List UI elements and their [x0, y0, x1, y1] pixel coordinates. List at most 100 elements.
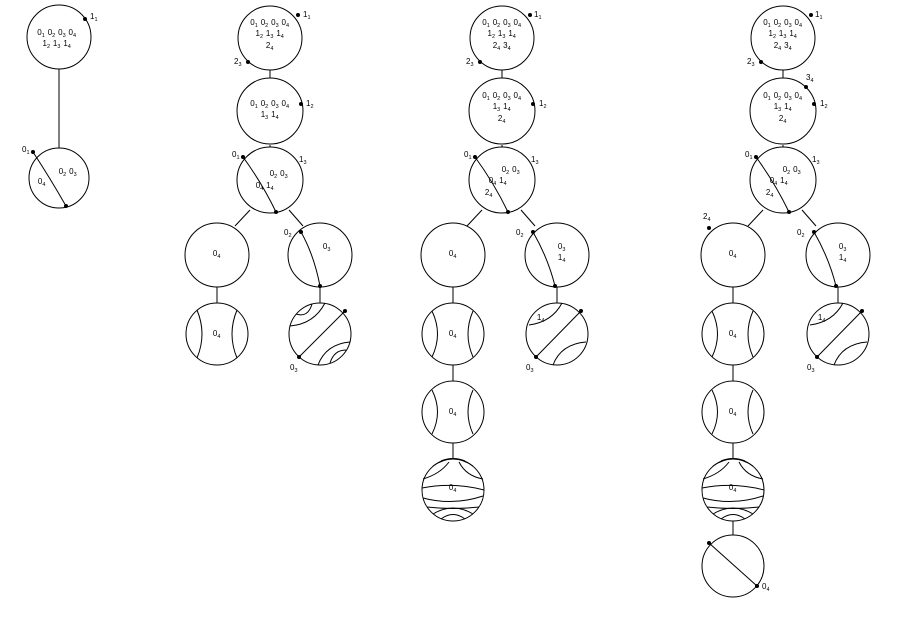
point-label: 01	[232, 150, 240, 161]
node-label: 24	[498, 114, 506, 125]
node-circle	[421, 380, 485, 444]
point	[804, 85, 808, 89]
node-label: 02 03	[270, 169, 289, 180]
arc	[747, 310, 754, 358]
node-label: 04 14	[489, 176, 508, 187]
point	[83, 17, 87, 21]
node-circle	[420, 222, 486, 288]
node-label: 24	[779, 114, 787, 125]
arc	[431, 389, 438, 435]
point-label: 01	[22, 145, 30, 156]
node-label: 12 13 14	[256, 29, 285, 40]
node-label: 13 14	[774, 102, 793, 113]
node-label: 14	[537, 313, 545, 324]
arc	[833, 341, 868, 366]
node-label: 03	[323, 242, 331, 253]
arc	[532, 231, 556, 287]
arc	[242, 156, 277, 213]
node-circle	[469, 5, 535, 71]
point	[553, 284, 557, 288]
node-label: 24 34	[774, 41, 793, 52]
node-label: 12 13 14	[43, 39, 72, 50]
arc	[701, 484, 765, 491]
node-circle	[237, 5, 303, 71]
node-label: 04	[449, 483, 457, 494]
point	[473, 155, 477, 159]
node-circle	[701, 380, 765, 444]
point	[296, 13, 300, 17]
arc	[711, 310, 718, 358]
node-circle	[468, 146, 536, 214]
node-circle	[288, 302, 352, 366]
edge	[234, 209, 251, 227]
node-circle	[805, 222, 871, 288]
edge	[288, 209, 304, 227]
edge	[801, 209, 817, 227]
point-label: 13	[299, 155, 307, 166]
point-label: 12	[820, 99, 828, 110]
point	[299, 102, 303, 106]
node-label: 01 02 03 04	[250, 99, 289, 110]
node-label: 12 13 14	[769, 29, 798, 40]
node-label: 24	[266, 41, 274, 52]
node-label: 04	[729, 329, 737, 340]
arc	[421, 484, 485, 491]
point	[64, 204, 68, 208]
arc	[432, 458, 474, 467]
node-label: 04	[729, 483, 737, 494]
node-label: 04	[38, 177, 46, 188]
point	[754, 155, 758, 159]
point-label: 02	[797, 228, 805, 239]
point-label: 11	[303, 10, 311, 21]
arc	[431, 310, 438, 358]
point	[274, 210, 278, 214]
point	[834, 284, 838, 288]
node-label: 04	[213, 329, 221, 340]
arc	[32, 151, 67, 207]
node-circle	[524, 222, 590, 288]
point-label: 13	[531, 155, 539, 166]
point	[531, 102, 535, 106]
tree-2: 01 02 03 04 12 13 14 24 11 23 01 02 03 0…	[184, 5, 353, 374]
point	[478, 60, 482, 64]
point-label: 24	[703, 212, 711, 223]
node-circle	[421, 302, 485, 366]
node-label: 04	[449, 407, 457, 418]
arc	[813, 231, 837, 287]
node-circle	[236, 77, 304, 145]
node-label: 04	[729, 249, 737, 260]
arc	[300, 231, 321, 287]
arc	[747, 389, 754, 435]
node-circle	[287, 222, 353, 288]
point	[707, 226, 711, 230]
node-label: 13 14	[261, 110, 280, 121]
point-label: 02	[284, 228, 292, 239]
node-circle	[28, 147, 90, 209]
arc	[467, 389, 474, 435]
node-circle	[26, 4, 92, 70]
edge	[747, 209, 764, 227]
point-label: 01	[464, 150, 472, 161]
arc	[329, 349, 347, 364]
point	[812, 230, 816, 234]
point	[506, 210, 510, 214]
arc	[474, 156, 509, 213]
point-label: 11	[815, 10, 823, 21]
arc	[816, 310, 863, 358]
node-circle	[468, 77, 536, 145]
edge	[466, 209, 483, 227]
arc	[528, 302, 563, 326]
arc	[440, 514, 466, 520]
node-label: 14	[839, 253, 847, 264]
node-label: 03	[839, 242, 847, 253]
arc	[317, 341, 351, 366]
arc	[196, 309, 203, 359]
point	[755, 584, 759, 588]
point-label: 23	[747, 57, 755, 68]
node-label: 04	[449, 249, 457, 260]
node-circle	[236, 146, 304, 214]
point	[31, 150, 35, 154]
arc	[702, 495, 764, 502]
point	[318, 284, 322, 288]
